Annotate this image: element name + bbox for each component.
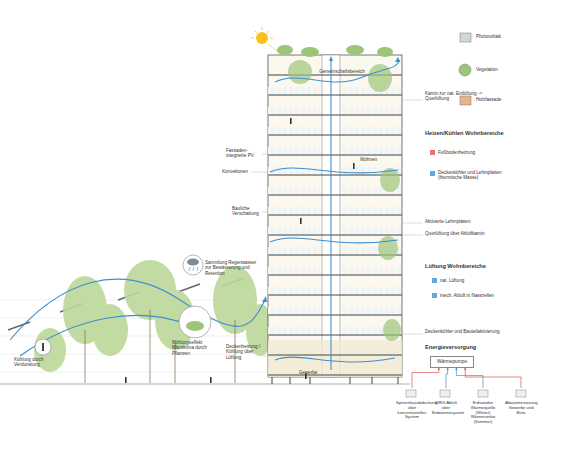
annotation: Deckenkühler und Bauteilaktivierung — [425, 329, 505, 334]
heat-pump-box: Wärmepumpe — [430, 356, 474, 368]
section-heading: Heizen/Kühlen Wohnbereiche — [425, 130, 525, 136]
supply-line — [446, 369, 448, 388]
node-text: Spitzenlastabdeckung über konventionelle… — [396, 401, 428, 420]
arrow-head — [438, 368, 441, 370]
annotation: Wohnen — [360, 157, 390, 162]
energy-source: Abwärmenutzung Gewerbe und Büro — [505, 400, 537, 416]
leader-lines — [252, 100, 423, 356]
energy-source: Erdsonden Wärmequelle (Winter) Wärmesenk… — [466, 400, 500, 426]
node-text: Wärmepumpe — [432, 359, 472, 365]
roof-garden — [277, 45, 401, 341]
supply-line — [412, 369, 439, 388]
annotation: Kühlung durch Verdunstung — [14, 357, 54, 368]
annotation: Konvektoren — [222, 169, 252, 174]
supply-line — [456, 369, 483, 388]
annotation: Gemeinschaftsbereich — [312, 69, 372, 74]
arrow-head — [446, 368, 449, 370]
legend-text: Holzfassade — [476, 97, 501, 102]
sun — [256, 32, 268, 44]
arrow-head — [464, 368, 467, 370]
annotation: Querlüftung über Abluftkamin — [425, 231, 525, 236]
legend-text: Vegetation — [476, 67, 498, 72]
annotation: Fassaden-integrierte PV — [226, 148, 262, 159]
callout-circle — [179, 306, 211, 338]
airflow-arrows — [10, 60, 400, 370]
supply-line — [465, 369, 521, 388]
annotation: Deckenheizung / Kühlung über Lüftung — [226, 344, 266, 360]
annotation: Fußbodenheizung — [438, 150, 518, 155]
node-text: WRG Abluft über Erdwärmesystem — [432, 401, 460, 415]
annotation: Sammlung Regenwasser zur Bewässerung und… — [205, 260, 260, 276]
annotation: Bauliche Verschattung — [232, 206, 262, 217]
source-icons — [406, 390, 526, 397]
legend-icons — [430, 33, 471, 298]
annotation: Kühlungseffekt Mikroklima durch Pflanzen — [172, 340, 220, 356]
annotation: Gewerbe — [288, 370, 328, 375]
annotation: Aktivierte Lehmplatten — [425, 219, 515, 224]
annotation: Deckenkühler und Lehmplatten (thermische… — [438, 170, 518, 181]
annotation: nat. Lüftung — [440, 278, 520, 283]
node-text: Abwärmenutzung Gewerbe und Büro — [505, 401, 537, 415]
arrow-head — [455, 368, 458, 370]
people — [125, 118, 355, 383]
node-text: Erdsonden Wärmequelle (Winter) Wärmesenk… — [466, 401, 500, 425]
energy-source: Spitzenlastabdeckung über konventionelle… — [396, 400, 428, 421]
section-heading: Lüftung Wohnbereiche — [425, 263, 525, 269]
energy-source: WRG Abluft über Erdwärmesystem — [432, 400, 460, 416]
legend-text: Photovoltaik — [476, 34, 501, 39]
section-heading: Energieversorgung — [425, 344, 525, 350]
ground-line — [0, 384, 410, 385]
annotation: mech. Abluft in Nasszellen — [440, 293, 520, 298]
tower — [268, 55, 402, 377]
